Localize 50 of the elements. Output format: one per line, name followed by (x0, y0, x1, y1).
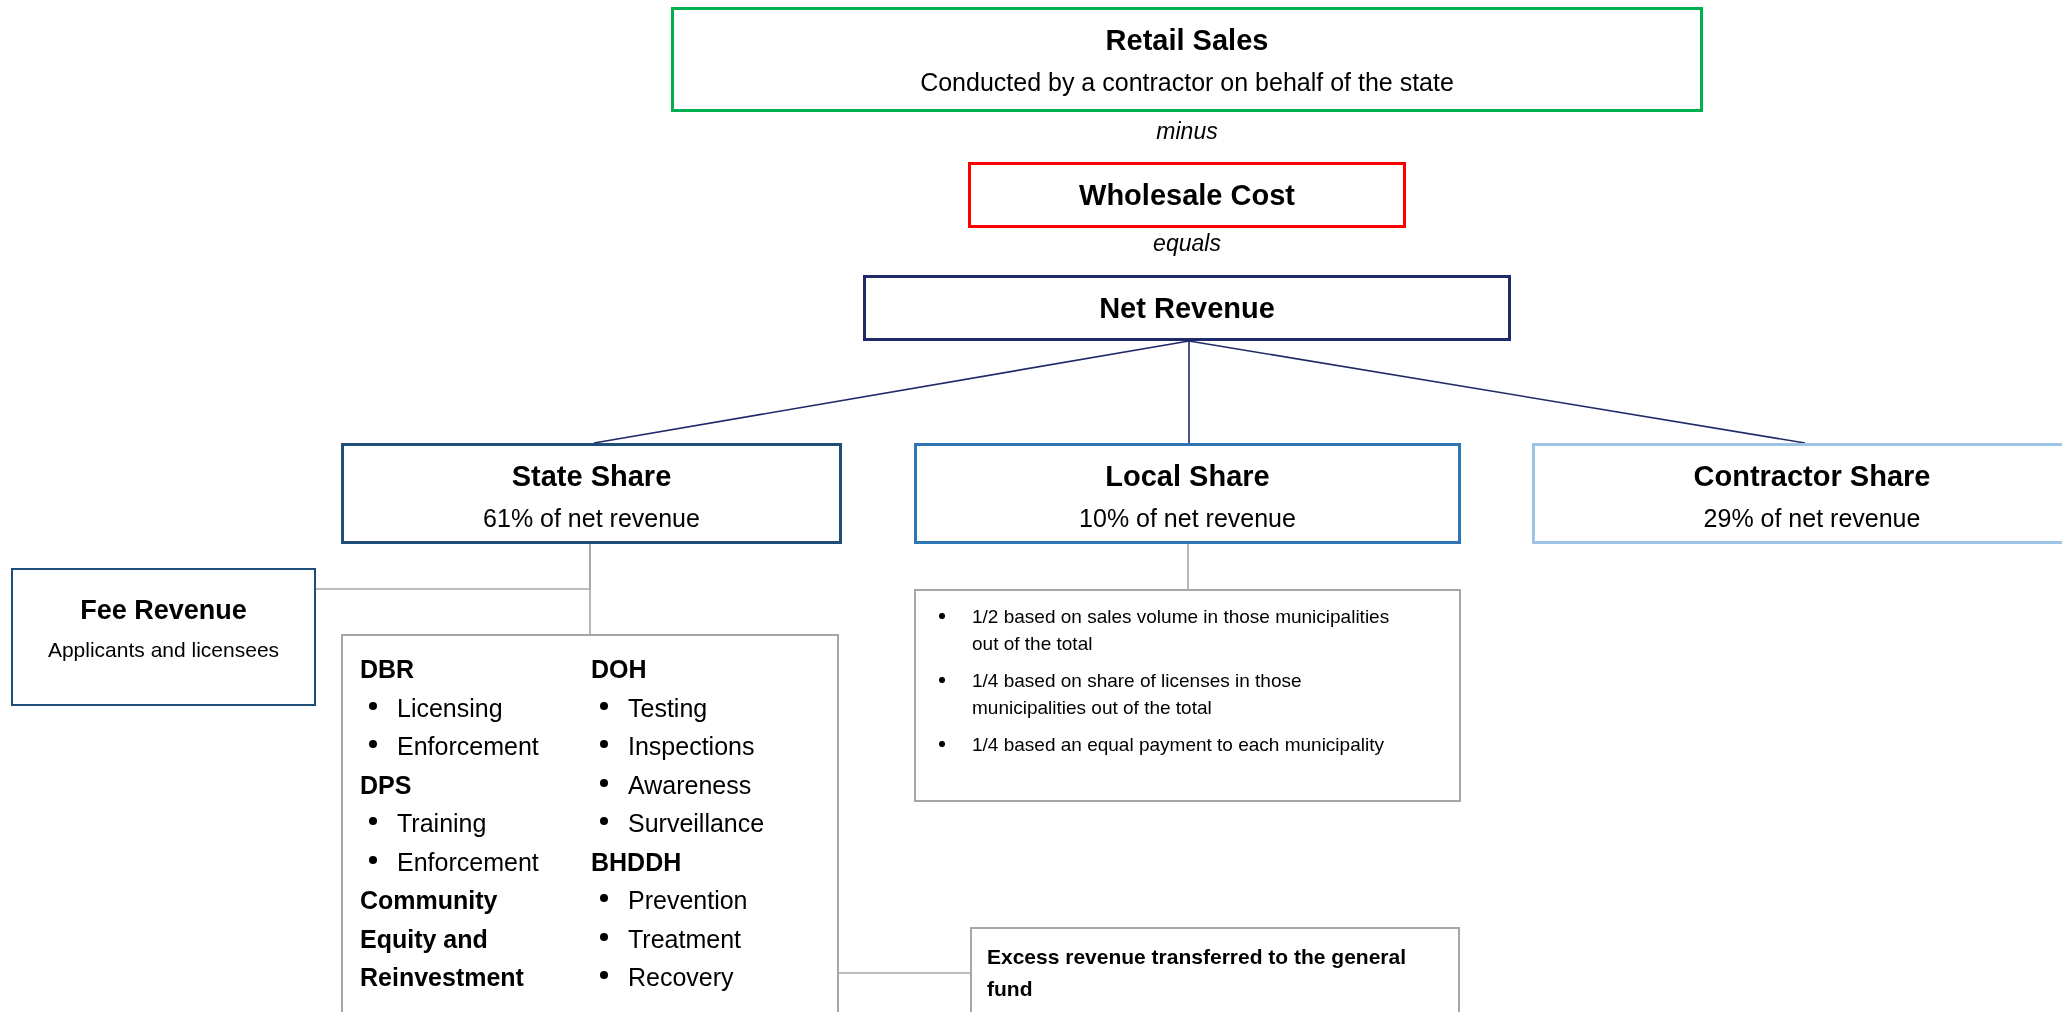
box-title: Retail Sales (1104, 24, 1270, 57)
program-item: Prevention (628, 885, 748, 916)
program-item: Surveillance (628, 808, 765, 839)
note-box (970, 927, 1460, 1012)
box-title: Fee Revenue (79, 594, 248, 626)
process-box (914, 443, 1461, 544)
operator-label: minus (1156, 118, 1218, 145)
agency-heading: Community Equity and Reinvestment (360, 885, 525, 993)
box-subtitle: 10% of net revenue (1078, 504, 1297, 533)
program-item: Awareness (628, 769, 752, 801)
box-subtitle: 61% of net revenue (482, 504, 701, 533)
process-box (671, 7, 1703, 112)
connector-line (1187, 543, 1189, 590)
agency-heading: DPS (360, 769, 413, 801)
program-item: Training (397, 808, 487, 839)
agency-heading: BHDDH (591, 846, 683, 878)
connector-line (1188, 340, 1806, 444)
program-item: Enforcement (397, 731, 539, 762)
distribution-item: 1/4 based an equal payment to each municipality (972, 733, 1385, 757)
box-title: Contractor Share (1692, 460, 1932, 493)
box-subtitle: Applicants and licensees (46, 637, 281, 663)
box-title: Wholesale Cost (1078, 179, 1296, 212)
program-list-box (341, 634, 839, 1012)
program-item: Testing (628, 692, 708, 724)
process-box (863, 275, 1511, 341)
process-box (341, 443, 842, 544)
box-title: State Share (510, 460, 673, 493)
connector-line (1188, 340, 1190, 444)
program-item: Licensing (397, 692, 503, 724)
program-item: Treatment (628, 923, 741, 955)
note-text: Excess revenue transferred to the general fund (987, 944, 1407, 1002)
process-box (1532, 443, 2062, 544)
box-subtitle: 29% of net revenue (1702, 504, 1922, 533)
agency-heading: DOH (591, 654, 648, 685)
program-item: Recovery (628, 962, 734, 993)
box-subtitle: Conducted by a contractor on behalf of the state (919, 68, 1455, 97)
connector-line (589, 543, 591, 635)
connector-line (593, 340, 1190, 444)
source-box (11, 568, 316, 706)
connector-line (838, 972, 971, 974)
distribution-item: 1/4 based on share of licenses in those municipalities out of the total (972, 669, 1303, 720)
box-title: Net Revenue (1098, 292, 1276, 325)
program-item: Enforcement (397, 846, 539, 878)
agency-heading: DBR (360, 654, 416, 685)
box-title: Local Share (1104, 460, 1271, 493)
operator-label: equals (1153, 230, 1221, 257)
distribution-list-box (914, 589, 1461, 802)
distribution-item: 1/2 based on sales volume in those municipalities out of the total (972, 605, 1391, 656)
process-box (968, 162, 1406, 228)
program-item: Inspections (628, 731, 755, 762)
